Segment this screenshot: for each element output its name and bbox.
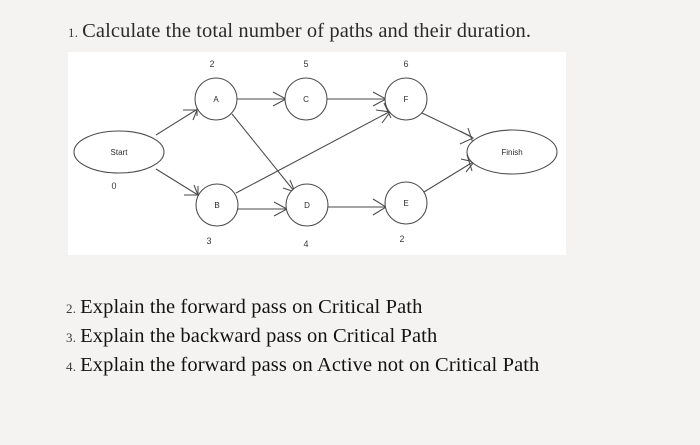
edge-b-to-d [238,201,289,217]
node-e[interactable]: E 2 [384,181,428,244]
start-ellipse [73,130,165,174]
edge-d-to-e [328,198,388,216]
node-b-duration: 3 [206,236,211,246]
edge-c-to-f [327,91,388,107]
question-1: 1. Calculate the total number of paths a… [68,20,678,43]
node-f-label: F [404,95,409,104]
node-f-duration: 6 [403,59,408,69]
edge-start-to-a [155,102,198,136]
start-duration: 0 [111,181,116,191]
node-a-label: A [213,95,219,104]
node-d-duration: 4 [303,239,308,249]
node-a[interactable]: A 2 [194,59,238,121]
node-a-circle [194,77,238,121]
node-b[interactable]: B 3 [195,183,239,246]
question-3-text: Explain the backward pass on Critical Pa… [80,325,438,347]
node-e-circle [384,181,428,225]
question-3-number: 3. [66,330,77,345]
edge-f-to-finish [421,112,475,145]
node-c-duration: 5 [303,59,308,69]
question-2-number: 2. [66,301,77,316]
network-diagram-panel: Start 0 Finish A 2 C 5 [68,52,566,255]
question-item-4: 4. Explain the forward pass on Active no… [66,354,686,381]
node-f[interactable]: F 6 [384,59,428,121]
question-4-number: 4. [66,359,77,374]
edge-a-to-c [237,91,288,107]
node-start[interactable]: Start 0 [73,130,165,191]
node-e-duration: 2 [399,234,404,244]
question-1-text: Calculate the total number of paths and … [82,20,532,42]
network-diagram-svg: Start 0 Finish A 2 C 5 [73,59,558,249]
question-item-3: 3. Explain the backward pass on Critical… [66,325,686,352]
question-list: 2. Explain the forward pass on Critical … [66,296,686,383]
question-item-2: 2. Explain the forward pass on Critical … [66,296,686,323]
node-e-label: E [403,199,408,208]
node-c[interactable]: C 5 [284,59,328,121]
node-c-circle [284,77,328,121]
node-c-label: C [303,95,309,104]
node-d-label: D [304,201,310,210]
question-1-number: 1. [68,25,79,40]
node-a-duration: 2 [209,59,214,69]
node-d[interactable]: D 4 [285,183,329,249]
node-finish[interactable]: Finish [466,129,558,175]
start-label: Start [111,148,129,157]
edge-e-to-finish [423,154,475,193]
question-2-text: Explain the forward pass on Critical Pat… [80,296,423,318]
node-b-circle [195,183,239,227]
question-4-text: Explain the forward pass on Active not o… [80,354,540,376]
edge-a-to-d [231,113,296,193]
finish-label: Finish [501,148,522,157]
node-f-circle [384,77,428,121]
finish-ellipse [466,129,558,175]
node-b-label: B [214,201,219,210]
node-d-circle [285,183,329,227]
edge-start-to-b [155,168,199,202]
